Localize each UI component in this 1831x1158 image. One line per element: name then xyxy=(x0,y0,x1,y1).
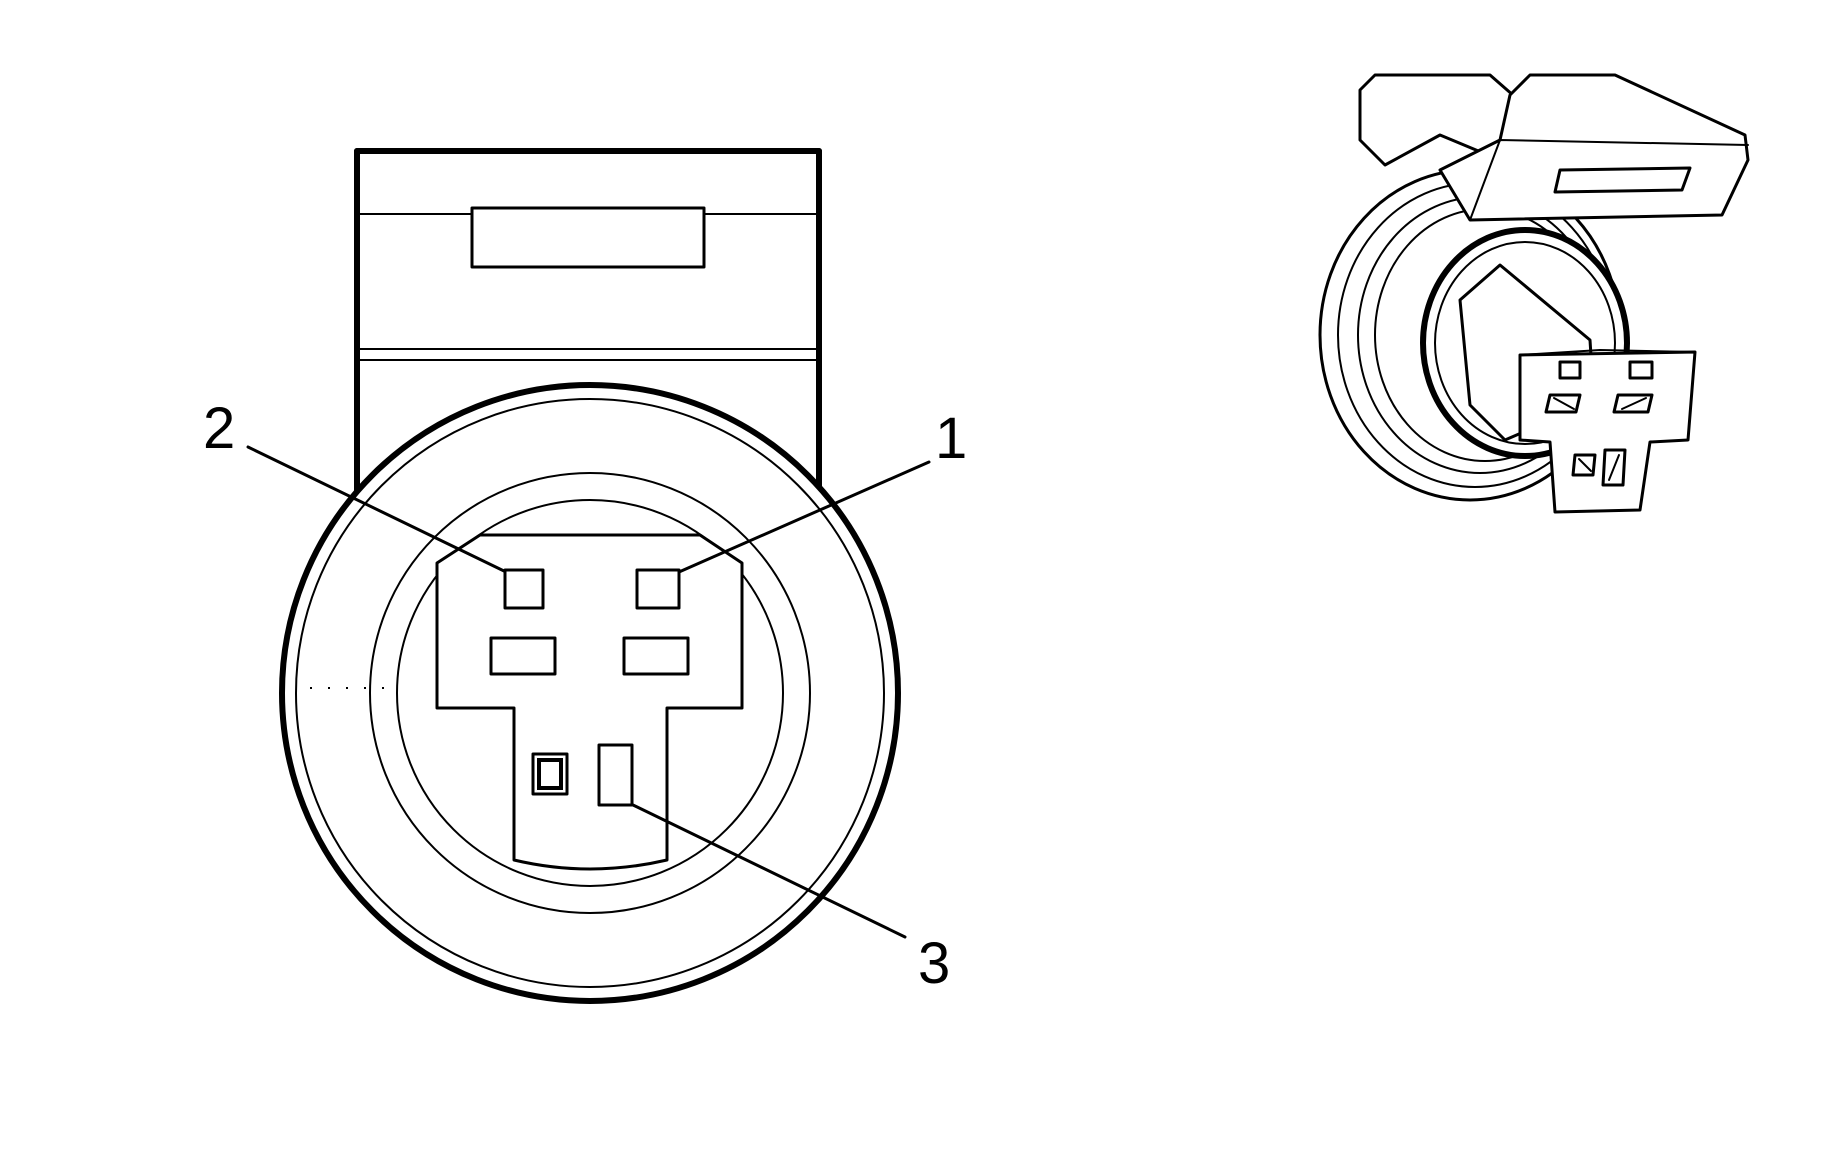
lock-slot-left xyxy=(489,636,557,676)
pin-1-cavity xyxy=(635,568,681,610)
terminal-body xyxy=(435,533,744,871)
connector-face-view: 2 1 3 xyxy=(203,148,967,1004)
connector-isometric-view xyxy=(1318,73,1750,514)
pin-1-leader xyxy=(677,460,931,574)
lock-slot-right xyxy=(622,636,690,676)
pin-2-cavity xyxy=(503,568,545,610)
iso-latch-window xyxy=(1553,166,1692,194)
latch-window xyxy=(470,206,706,269)
pin-1-label: 1 xyxy=(935,406,967,471)
pin-3-label: 3 xyxy=(918,931,950,996)
pin-3-leader xyxy=(631,803,907,939)
key-slot-inner xyxy=(537,758,563,790)
iso-terminal-face xyxy=(1518,350,1697,514)
pin-2-leader xyxy=(246,445,506,573)
pin-2-label: 2 xyxy=(203,396,235,461)
pin-3-cavity xyxy=(597,743,634,807)
